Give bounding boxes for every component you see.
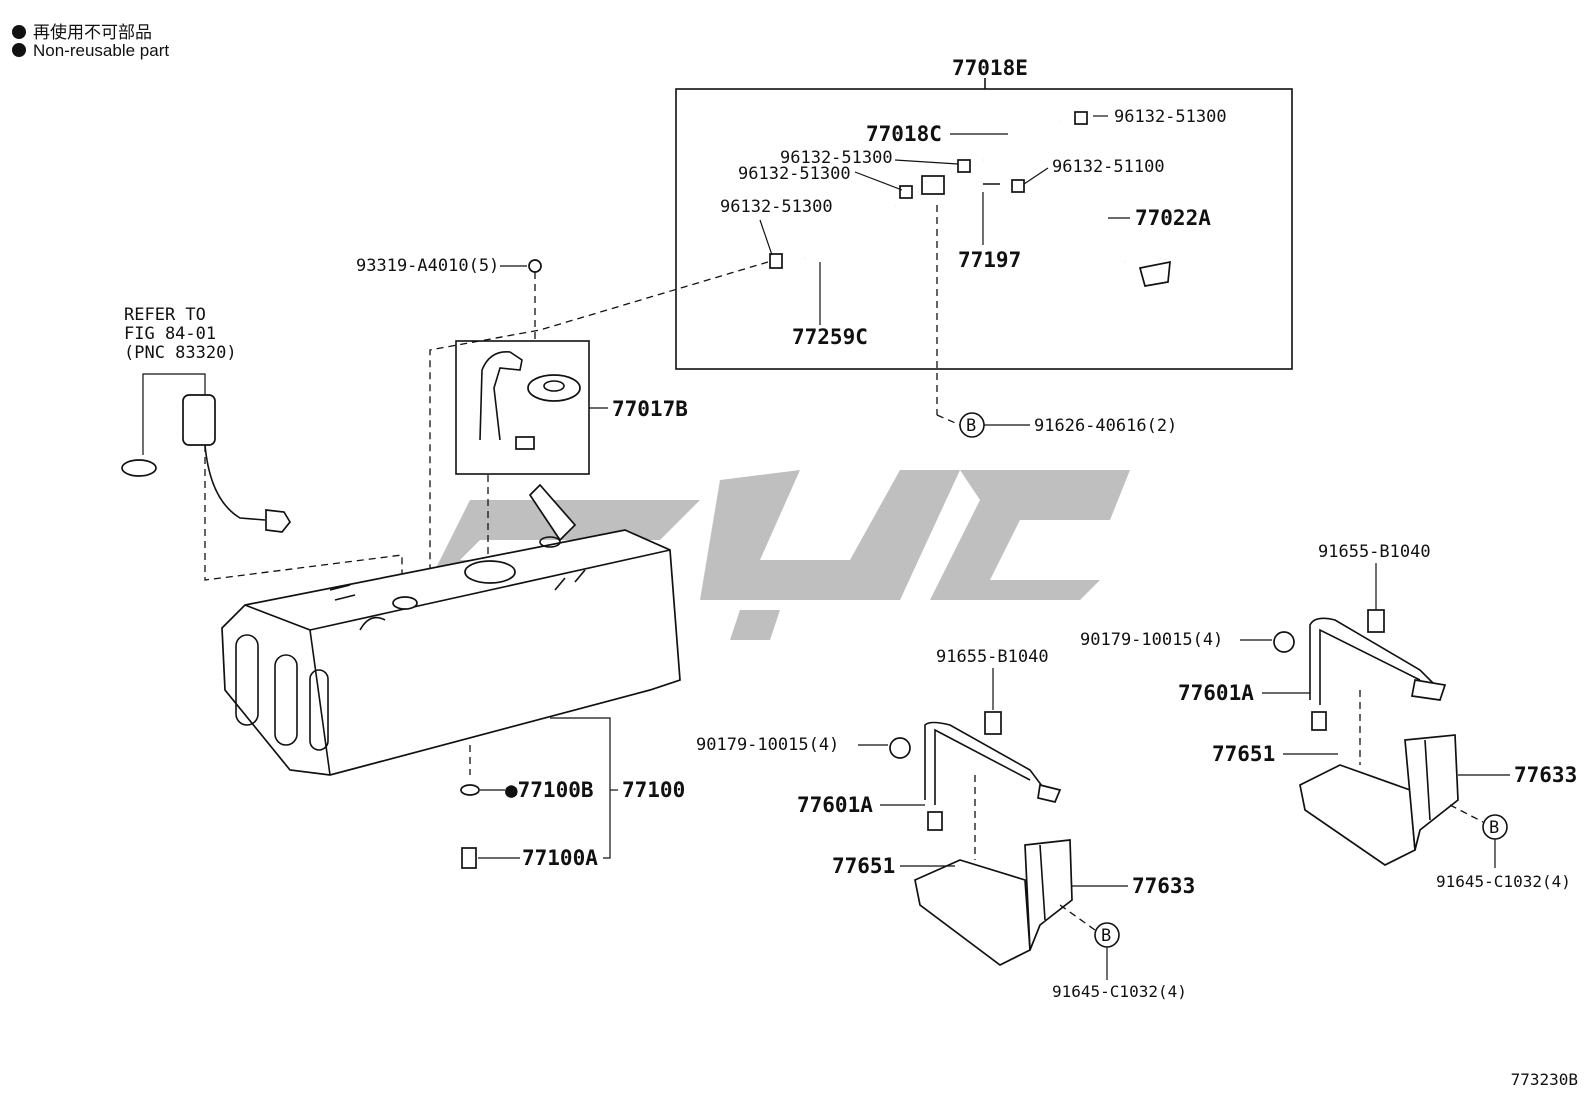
label-90179-10015-left: 90179-10015(4) (696, 735, 839, 755)
connector-icon (265, 509, 292, 533)
label-77100A: 77100A (522, 846, 598, 870)
label-96132-51300-low: 96132-51300 (738, 164, 851, 184)
clip-icon (957, 159, 971, 173)
label-96132-51300-left: 96132-51300 (720, 197, 833, 217)
fuel-tank (221, 483, 681, 776)
label-b-upper: B (966, 416, 976, 436)
refer-line1: REFER TO (124, 305, 206, 325)
label-93319-A4010: 93319-A4010(5) (356, 256, 499, 276)
clip-icon (1011, 179, 1025, 193)
refer-line2: FIG 84-01 (124, 324, 216, 344)
hose-kit-box: 77018E 77018C 96132-51300 96132-51300 96… (675, 56, 1293, 370)
strap-assembly-right: 91655-B1040 90179-10015(4) 77601A 77651 … (1080, 542, 1577, 891)
label-77017B: 77017B (612, 397, 688, 421)
gasket-icon (460, 784, 480, 796)
legend-item-jp: 再使用不可部品 (12, 18, 152, 43)
legend-item-en: Non-reusable part (12, 41, 169, 61)
label-77197: 77197 (958, 248, 1021, 272)
label-b-left: B (1101, 926, 1111, 946)
label-77022A: 77022A (1135, 206, 1211, 230)
label-90179-10015-right: 90179-10015(4) (1080, 630, 1223, 650)
label-77601A-left: 77601A (797, 793, 873, 817)
label-77100: 77100 (622, 778, 685, 802)
label-91626-40616: 91626-40616(2) (1034, 416, 1177, 436)
watermark-logo (420, 470, 1130, 640)
label-77633-right: 77633 (1514, 763, 1577, 787)
o-ring-icon (121, 459, 157, 477)
legend-jp-text: 再使用不可部品 (33, 23, 152, 42)
gasket-icon (527, 374, 581, 402)
label-91645-C1032-right: 91645-C1032(4) (1436, 872, 1571, 891)
label-91645-C1032-left: 91645-C1032(4) (1052, 982, 1187, 1001)
label-91655-B1040-left: 91655-B1040 (936, 647, 1049, 667)
clip-icon (769, 253, 783, 269)
screw-icon (528, 259, 542, 273)
clip-icon (899, 185, 913, 199)
drain-plug-icon (461, 847, 477, 869)
valve-icon (921, 175, 945, 195)
label-77018C: 77018C (866, 122, 942, 146)
label-77633-left: 77633 (1132, 874, 1195, 898)
figure-code: 773230B (1510, 1070, 1578, 1089)
clip-icon (1074, 111, 1088, 125)
legend-en-text: Non-reusable part (33, 41, 170, 60)
label-77018E: 77018E (952, 56, 1028, 80)
refer-line3: (PNC 83320) (124, 343, 237, 363)
bolt-icon (1367, 609, 1385, 633)
filler-neck-icon (528, 483, 577, 542)
label-77259C: 77259C (792, 325, 868, 349)
label-96132-51300-top: 96132-51300 (1114, 107, 1227, 127)
bracket-icon (1138, 260, 1171, 287)
label-77651-right: 77651 (1212, 742, 1275, 766)
bolt-icon (984, 711, 1002, 735)
strap-assembly-left: 91655-B1040 90179-10015(4) 77601A 77651 … (696, 647, 1195, 1001)
label-77651-left: 77651 (832, 854, 895, 878)
fuel-pump-icon (182, 394, 216, 446)
bullet-icon (12, 25, 26, 39)
nut-icon (1273, 631, 1295, 653)
label-96132-51100: 96132-51100 (1052, 157, 1165, 177)
nut-icon (889, 737, 911, 759)
label-91655-B1040-right: 91655-B1040 (1318, 542, 1431, 562)
label-96132-51300-mid: 96132-51300 (780, 148, 893, 168)
sensor-icon (515, 436, 535, 450)
label-77601A-right: 77601A (1178, 681, 1254, 705)
bullet-icon (12, 43, 26, 57)
label-b-right: B (1489, 818, 1499, 838)
label-77100B: ●77100B (505, 778, 594, 802)
